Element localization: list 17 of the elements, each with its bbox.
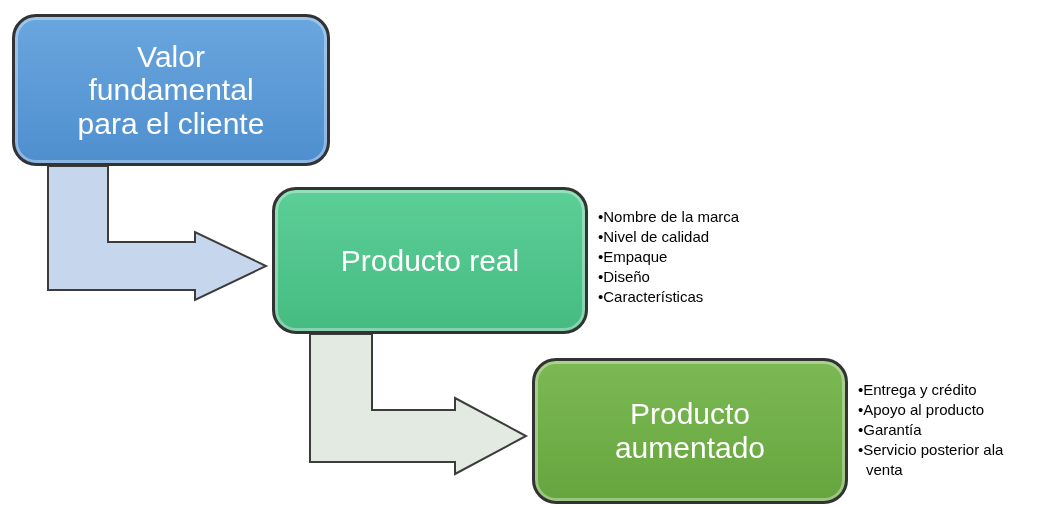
bullet-item: •Servicio posterior ala venta [858,440,1005,480]
box-title: Producto aumentado [613,397,767,465]
bullet-item: •Características [598,287,705,307]
bullet-item: •Entrega y crédito [858,380,978,400]
rounded-box [12,14,330,166]
bullet-item: •Diseño [598,267,651,287]
bullet-item: •Nivel de calidad [598,227,711,247]
bent-arrow [47,165,269,302]
bullet-item: •Garantía [858,420,923,440]
bullet-item: •Empaque [598,247,669,267]
box-title: Valor fundamental para el cliente [76,39,266,141]
bent-arrow [309,333,529,476]
rounded-box [532,358,848,504]
box-title: Producto real [340,243,520,278]
rounded-box [272,187,588,334]
bullet-item: •Apoyo al producto [858,400,986,420]
bullet-item: •Nombre de la marca [598,207,741,227]
